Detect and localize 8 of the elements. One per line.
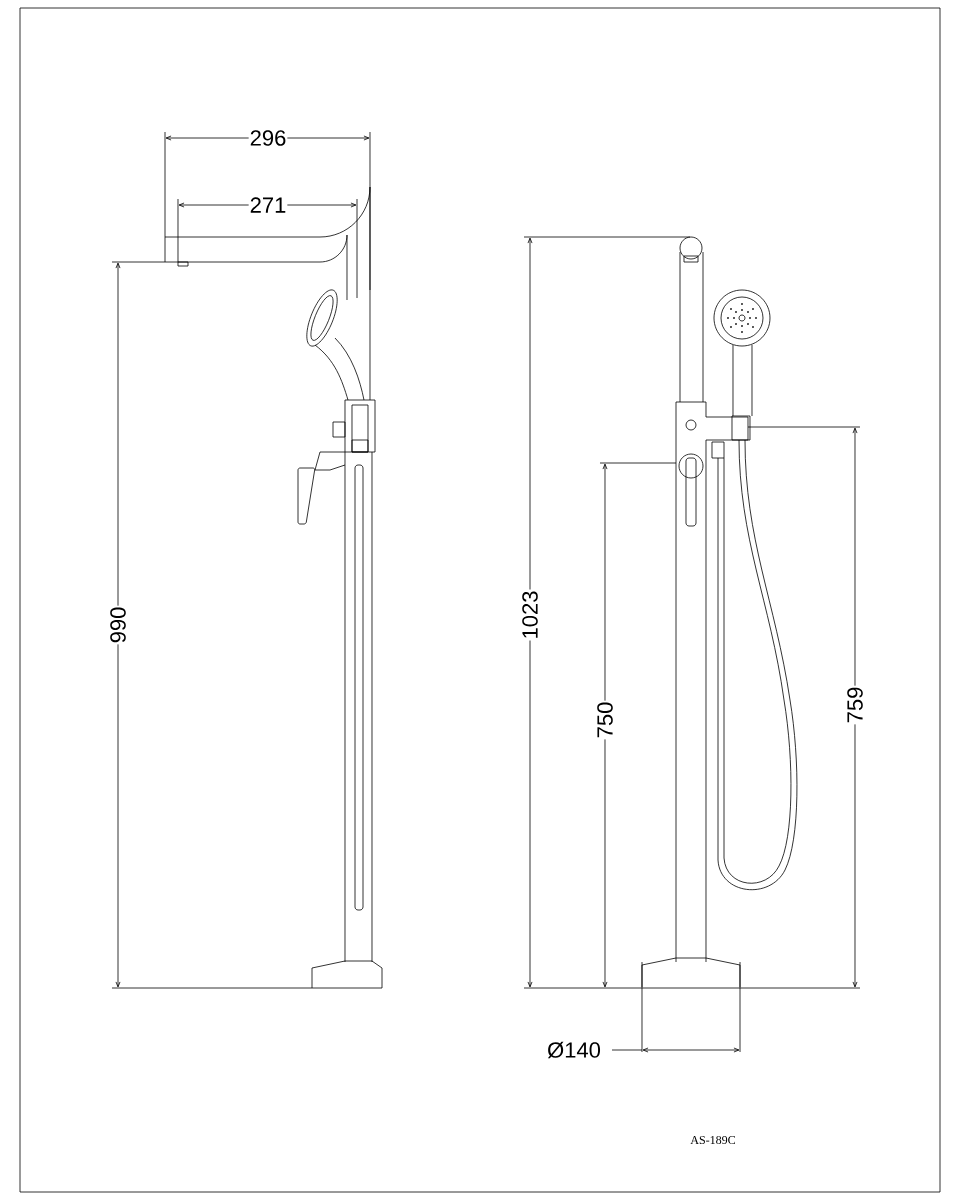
dimension-label: 271 (248, 196, 288, 214)
dimension-label: 990 (109, 605, 127, 645)
dimension-label: 296 (248, 129, 288, 147)
dimension-label: 750 (596, 700, 614, 740)
dimension-label: 759 (846, 685, 864, 725)
model-number: AS-189C (690, 1135, 735, 1145)
dimension-label: Ø140 (546, 1040, 602, 1060)
dimension-label: 1023 (521, 589, 539, 641)
